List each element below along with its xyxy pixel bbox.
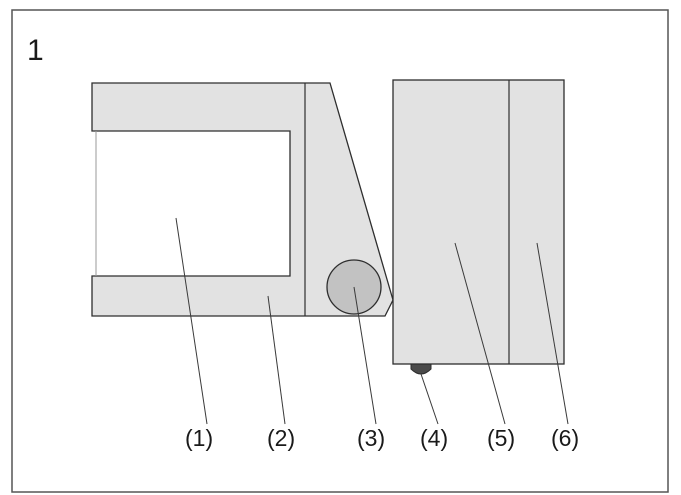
- callout-6: (6): [551, 425, 579, 451]
- leader-3: [353, 286, 377, 425]
- callout-4: (4): [420, 425, 448, 451]
- callout-5: (5): [487, 425, 515, 451]
- frame-housing: [91, 82, 394, 317]
- main-box: [392, 79, 565, 365]
- foot-knob: [410, 363, 432, 375]
- leader-6: [536, 242, 569, 425]
- leader-1: [175, 217, 208, 425]
- figure-number: 1: [27, 34, 44, 67]
- callout-3: (3): [357, 425, 385, 451]
- callout-1: (1): [185, 425, 213, 451]
- callout-2: (2): [267, 425, 295, 451]
- leader-5: [454, 242, 506, 425]
- leader-4: [420, 373, 439, 425]
- leader-2: [267, 295, 286, 425]
